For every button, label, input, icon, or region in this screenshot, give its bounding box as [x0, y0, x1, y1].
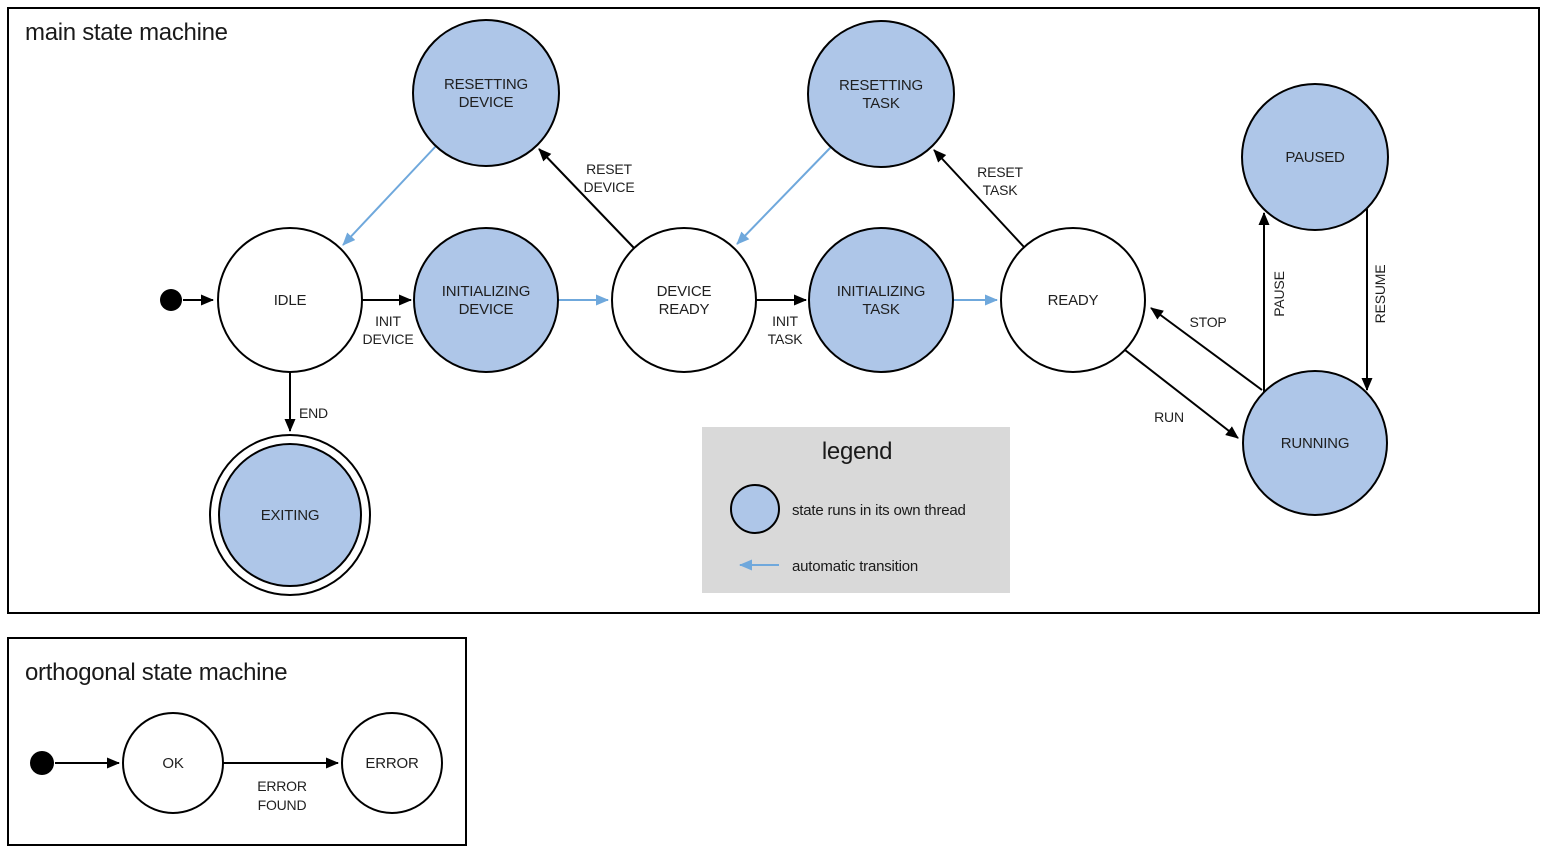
- state-exiting-label: EXITING: [261, 507, 320, 524]
- transition-run: [1124, 349, 1239, 439]
- state-device-ready-circle: [611, 227, 757, 373]
- legend: legend state runs in its own thread auto…: [702, 427, 1010, 593]
- state-resetting-device-label-line1: RESETTING: [444, 76, 528, 93]
- state-exiting-final: EXITING: [209, 434, 371, 596]
- state-initializing-device: INITIALIZING DEVICE: [413, 227, 559, 373]
- state-paused-circle: [1241, 83, 1389, 231]
- transition-reset-device: [538, 148, 635, 249]
- state-running: RUNNING: [1242, 370, 1388, 516]
- state-idle-label: IDLE: [274, 292, 307, 309]
- transition-init-task-label-line2: TASK: [768, 331, 804, 347]
- transition-reset-task-label-line2: TASK: [983, 182, 1019, 198]
- legend-title: legend: [822, 438, 892, 465]
- orthogonal-initial-state-dot: [30, 751, 54, 775]
- state-running-label: RUNNING: [1281, 435, 1350, 452]
- state-resetting-task-circle: [807, 20, 955, 168]
- legend-auto-item-label: automatic transition: [792, 558, 918, 575]
- state-resetting-task-label-line1: RESETTING: [839, 77, 923, 94]
- state-running-circle: [1242, 370, 1388, 516]
- legend-thread-item-label: state runs in its own thread: [792, 502, 966, 519]
- state-initializing-task: INITIALIZING TASK: [808, 227, 954, 373]
- orthogonal-state-machine-panel: orthogonal state machine OK ERROR FOUND …: [7, 637, 467, 846]
- state-paused: PAUSED: [1241, 83, 1389, 231]
- main-transition-labels: INIT DEVICE RESET DEVICE INIT TASK RESET…: [299, 161, 1388, 425]
- state-initializing-task-circle: [808, 227, 954, 373]
- transition-reset-device-label-line1: RESET: [586, 161, 632, 177]
- state-initializing-task-label-line1: INITIALIZING: [837, 283, 925, 300]
- auto-transition-resetting-device-to-idle: [342, 145, 437, 246]
- state-resetting-device-circle: [412, 19, 560, 167]
- transition-init-device-label-line1: INIT: [375, 313, 401, 329]
- state-ok-label: OK: [162, 755, 183, 772]
- transition-reset-task: [933, 149, 1025, 248]
- transition-stop-label: STOP: [1189, 314, 1226, 330]
- state-initializing-task-label-line2: TASK: [862, 301, 899, 318]
- state-device-ready-label-line1: DEVICE: [657, 283, 712, 300]
- state-initializing-device-label-line2: DEVICE: [459, 301, 514, 318]
- state-initializing-device-circle: [413, 227, 559, 373]
- state-resetting-device-label-line2: DEVICE: [459, 94, 514, 111]
- state-ok: OK: [122, 712, 224, 814]
- legend-thread-state-icon: [730, 484, 780, 534]
- state-idle-circle: [217, 227, 363, 373]
- transition-reset-task-label-line1: RESET: [977, 164, 1023, 180]
- transition-resume-label: RESUME: [1372, 265, 1388, 324]
- main-state-machine-panel: main state machine IDLE: [7, 7, 1540, 614]
- state-resetting-task-label-line2: TASK: [862, 95, 899, 112]
- main-panel-title: main state machine: [25, 19, 228, 46]
- state-error-circle: [341, 712, 443, 814]
- state-initializing-device-label-line1: INITIALIZING: [442, 283, 530, 300]
- state-ready-circle: [1000, 227, 1146, 373]
- state-resetting-device: RESETTING DEVICE: [412, 19, 560, 167]
- initial-state-dot: [160, 289, 182, 311]
- state-device-ready-label-line2: READY: [659, 301, 710, 318]
- main-transitions: [183, 145, 1373, 439]
- state-idle: IDLE: [217, 227, 363, 373]
- transition-end-label: END: [299, 405, 328, 421]
- state-ready-label: READY: [1048, 292, 1099, 309]
- state-ready: READY: [1000, 227, 1146, 373]
- transition-pause-label: PAUSE: [1271, 271, 1287, 316]
- state-exiting-circle: [218, 443, 362, 587]
- transition-error-found-label-line2: FOUND: [258, 797, 307, 813]
- auto-transition-resetting-task-to-device-ready: [736, 146, 832, 245]
- transition-init-device-label-line2: DEVICE: [363, 331, 414, 347]
- transition-run-label: RUN: [1154, 409, 1184, 425]
- transition-reset-device-label-line2: DEVICE: [584, 179, 635, 195]
- state-paused-label: PAUSED: [1285, 149, 1345, 166]
- state-resetting-task: RESETTING TASK: [807, 20, 955, 168]
- transition-error-found-label-line1: ERROR: [257, 778, 307, 794]
- transition-init-task-label-line1: INIT: [772, 313, 798, 329]
- state-device-ready: DEVICE READY: [611, 227, 757, 373]
- state-error: ERROR: [341, 712, 443, 814]
- transition-stop: [1150, 307, 1263, 391]
- state-error-label: ERROR: [365, 755, 419, 772]
- orthogonal-panel-title: orthogonal state machine: [25, 659, 287, 686]
